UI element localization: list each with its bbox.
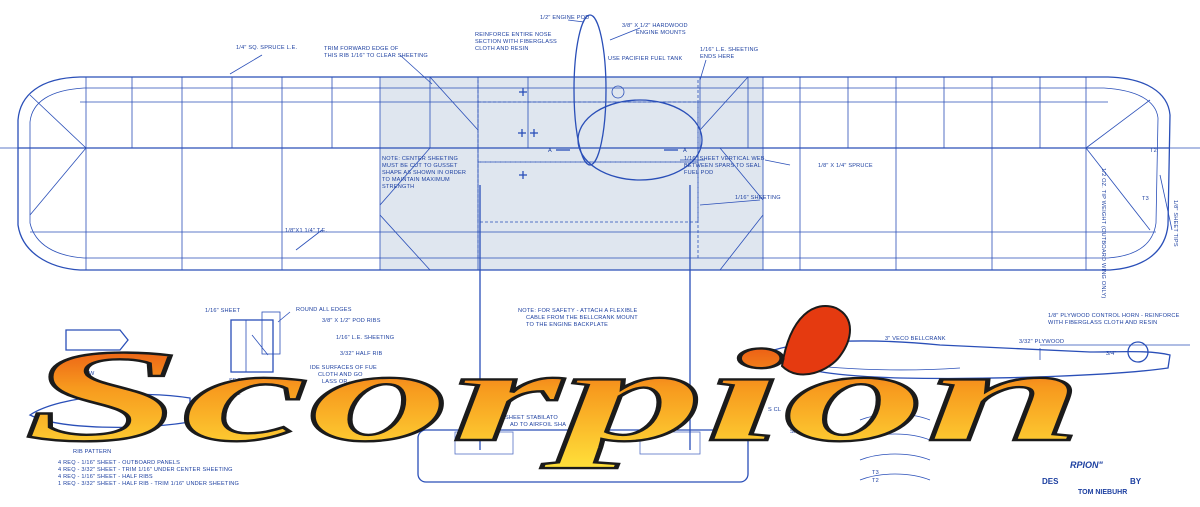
wing-plan: A A	[0, 14, 1200, 450]
wing-ribs	[85, 77, 1087, 270]
label-section: SECTION	[229, 378, 255, 384]
section-a-right: A	[683, 148, 687, 154]
stabilator	[417, 429, 749, 483]
label-hardw: 1/2" HARDW	[60, 371, 95, 377]
stabilator-outline	[417, 429, 749, 483]
label-des: DES	[1042, 477, 1059, 486]
leader-lines	[229, 19, 1173, 251]
wing-notes: NOTE: CENTER SHEETING MUST BE CUT TO GUS…	[285, 148, 1178, 298]
note-bellcrank: 3" VECO BELLCRANK	[885, 336, 946, 342]
note-trim-1: TRIM FORWARD EDGE OF	[324, 46, 399, 52]
pod-cross-section	[230, 319, 274, 373]
safety-notes: NOTE: FOR SAFETY - ATTACH A FLEXIBLE CAB…	[480, 308, 810, 435]
label-t2-rib: T2	[872, 478, 879, 484]
note-ide-1: IDE SURFACES OF FUE	[310, 365, 377, 371]
note-trim-2: THIS RIB 1/16" TO CLEAR SHEETING	[324, 53, 428, 59]
note-web-1: 1/16" SHEET VERTICAL WEB	[684, 156, 765, 162]
note-hardwood-1: 3/8" X 1/2" HARDWOOD	[622, 23, 688, 29]
fuselage-profile	[766, 340, 1171, 380]
note-te: 1/8"X1 1/4" T.E.	[285, 228, 327, 234]
center-sheeting	[380, 77, 763, 270]
label-by: BY	[1130, 477, 1142, 486]
label-engine: ENGINE	[218, 391, 241, 397]
rib-line-2: 4 REQ - 3/32" SHEET - TRIM 1/16" UNDER C…	[58, 467, 233, 473]
pod-section-notes: 1/16" SHEET ROUND ALL EDGES 3/8" X 1/2" …	[60, 307, 394, 400]
note-re-2: RE	[480, 395, 488, 401]
note-le-sheet-2: ENDS HERE	[700, 54, 735, 60]
rib-pattern-block: RIB PATTERN 4 REQ - 1/16" SHEET - OUTBOA…	[58, 449, 239, 487]
note-re-1: 1/8	[480, 388, 488, 394]
note-sheet-tips: 1/8" SHEET TIPS	[1172, 200, 1178, 247]
note-ide-3: LASS OR	[322, 379, 348, 385]
rib-line-4: 1 REQ - 3/32" SHEET - HALF RIB - TRIM 1/…	[58, 481, 239, 487]
note-plywood: 3/32" PLYWOOD	[1019, 339, 1064, 345]
section-a-left: A	[548, 148, 552, 154]
note-web-3: FUEL POD	[684, 170, 713, 176]
note-reinforce-3: CLOTH AND RESIN	[475, 46, 529, 52]
note-engine-pod: 1/2" ENGINE POD	[540, 15, 589, 21]
top-notes: 1/2" ENGINE POD REINFORCE ENTIRE NOSE SE…	[236, 15, 758, 62]
engine-mount-profile	[28, 393, 191, 428]
note-safety-1: NOTE: FOR SAFETY - ATTACH A FLEXIBLE	[518, 308, 637, 314]
note-web-2: BETWEEN SPARS TO SEAL	[684, 163, 761, 169]
note-three-quarter: 3/4"	[1106, 351, 1117, 357]
rib-line-3: 4 REQ - 1/16" SHEET - HALF RIBS	[58, 474, 153, 480]
rib-line-1: 4 REQ - 1/16" SHEET - OUTBOARD PANELS	[58, 460, 180, 466]
note-fuel-tank: USE PACIFIER FUEL TANK	[608, 56, 683, 62]
plan-name: RPION"	[1070, 460, 1104, 470]
wing-gussets	[29, 76, 1151, 271]
engine-pod-side	[573, 14, 607, 166]
title-dot	[780, 304, 851, 376]
note-spruce-le: 1/4" SQ. SPRUCE L.E.	[236, 45, 298, 51]
note-center-2: MUST BE CUT TO GUSSET	[382, 163, 458, 169]
title-logo: Scorpion	[23, 304, 1085, 470]
note-stab-2: AD TO AIRFOIL SHA	[510, 422, 566, 428]
fuel-filler-circle	[611, 85, 625, 99]
note-center-4: TO MAINTAIN MAXIMUM	[382, 177, 450, 183]
note-center-3: SHAPE AS SHOWN IN ORDER	[382, 170, 466, 176]
label-engine-m: ENGINE M	[60, 364, 89, 370]
note-horn-1: 1/8" PLYWOOD CONTROL HORN - REINFORCE	[1048, 313, 1180, 319]
note-tip-weight: 1/2 OZ. TIP WEIGHT (OUTBOARD WING ONLY)	[1100, 168, 1106, 298]
designer-name: TOM NIEBUHR	[1078, 489, 1127, 496]
note-round-edges: ROUND ALL EDGES	[296, 307, 352, 313]
note-safety-2: CABLE FROM THE BELLCRANK MOUNT	[526, 315, 638, 321]
note-reinforce-2: SECTION WITH FIBERGLASS	[475, 39, 557, 45]
note-le-sheeting: 1/16" L.E. SHEETING	[336, 335, 394, 341]
title-text: Scorpion	[24, 322, 1084, 469]
label-t3-rib: T3	[872, 470, 879, 476]
label-t2: T2	[1150, 148, 1157, 154]
note-spruce-18: 1/8" X 1/4" SPRUCE	[818, 163, 873, 169]
right-notes: 3" VECO BELLCRANK 1/8" PLYWOOD CONTROL H…	[872, 313, 1180, 484]
rib-title: RIB PATTERN	[73, 449, 111, 455]
wing-inner-outline	[29, 87, 1159, 259]
note-le-sheet-1: 1/16" L.E. SHEETING	[700, 47, 758, 53]
note-sheet-r: SHEET	[790, 429, 810, 435]
wing-outline	[17, 76, 1171, 271]
note-scl: S CL	[768, 407, 781, 413]
note-horn-2: WITH FIBERGLASS CLOTH AND RESIN	[1048, 320, 1157, 326]
note-hardwood-2: ENGINE MOUNTS	[636, 30, 686, 36]
note-half-rib: 3/32" HALF RIB	[340, 351, 382, 357]
label-hal: HAL	[93, 394, 104, 400]
note-reinforce-1: REINFORCE ENTIRE NOSE	[475, 32, 552, 38]
pod-section-detail	[28, 311, 291, 428]
label-t3: T3	[1142, 196, 1149, 202]
note-stab-1: SHEET STABILATO	[505, 415, 558, 421]
note-center-1: NOTE: CENTER SHEETING	[382, 156, 458, 162]
note-sheet-116: 1/16" SHEET	[205, 308, 241, 314]
note-ide-2: CLOTH AND GO	[318, 372, 363, 378]
control-horn-circle	[1127, 341, 1149, 363]
note-sheeting-116: 1/16" SHEETING	[735, 195, 781, 201]
credit-block: RPION" DES BY TOM NIEBUHR	[1042, 460, 1142, 496]
note-pod-ribs: 3/8" X 1/2" POD RIBS	[322, 318, 381, 324]
note-center-5: STRENGTH	[382, 184, 414, 190]
note-safety-3: TO THE ENGINE BACKPLATE	[526, 322, 608, 328]
